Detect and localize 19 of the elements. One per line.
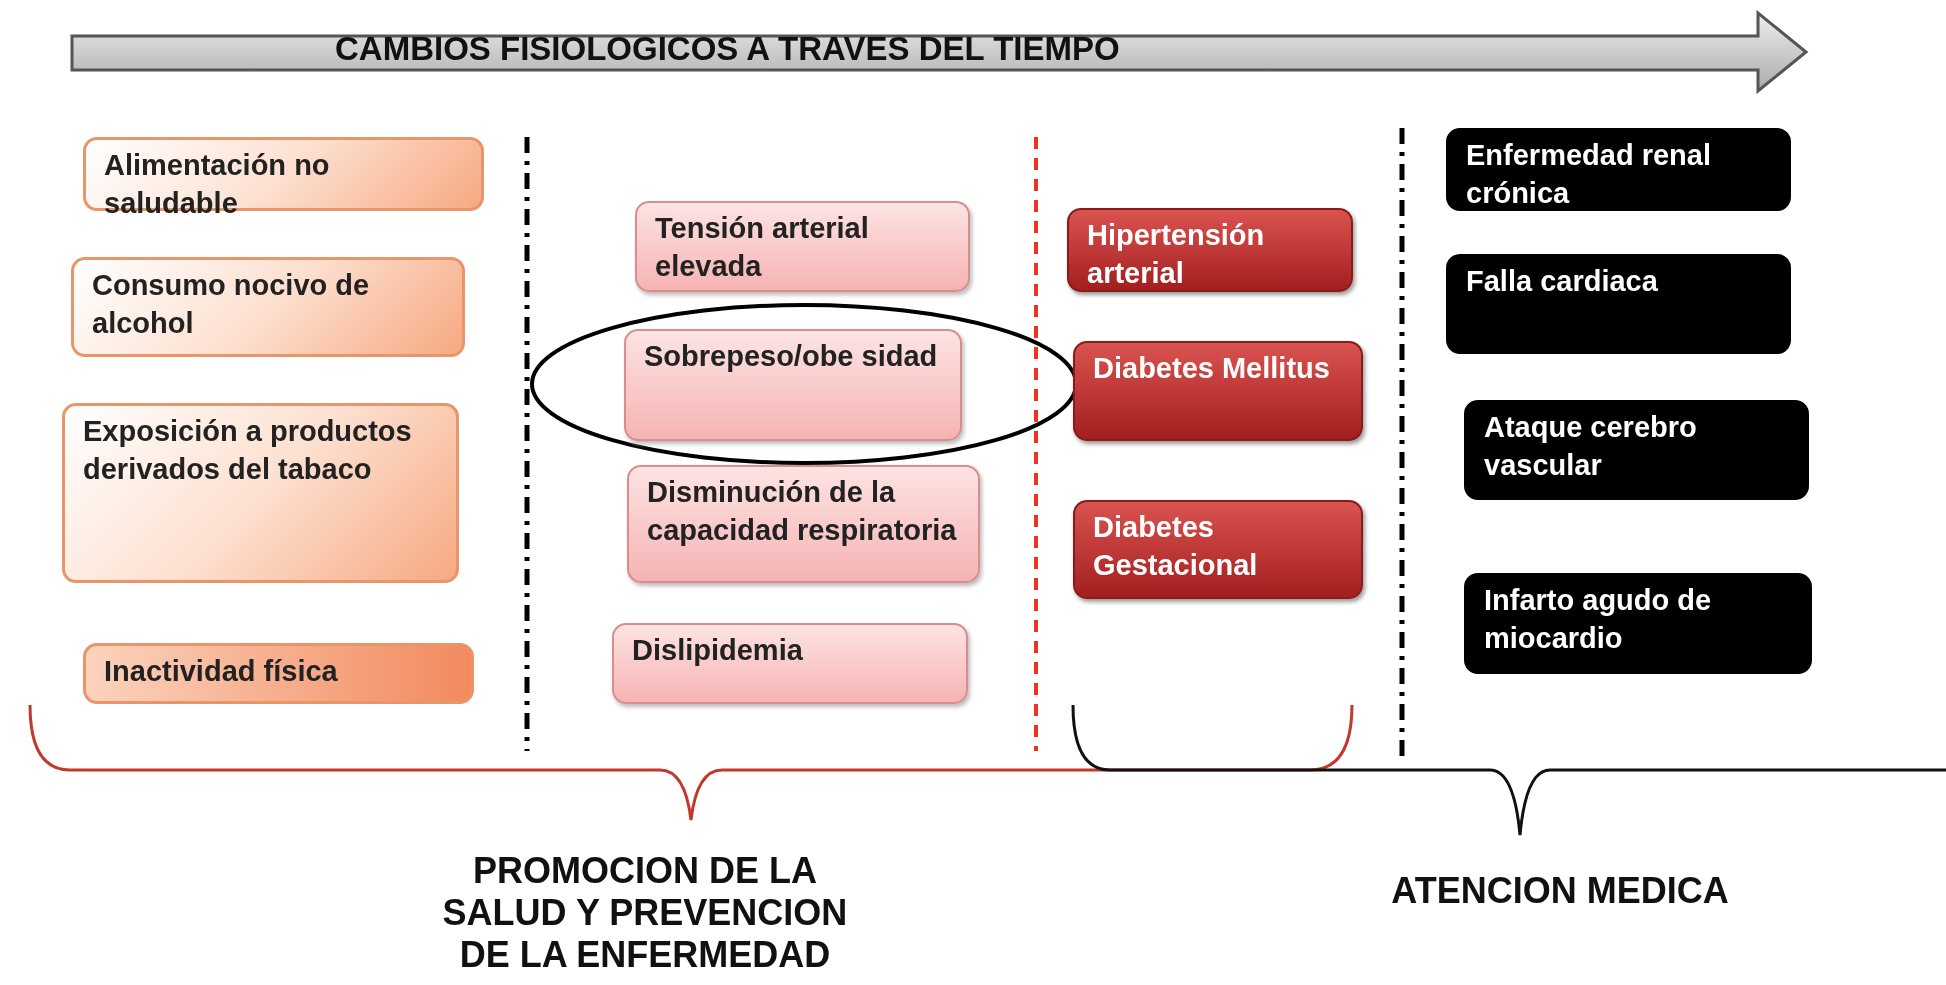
risk-factor-box: Inactividad física: [83, 643, 474, 704]
condition-box: Dislipidemia: [612, 623, 968, 704]
condition-box: Tensión arterial elevada: [635, 201, 970, 292]
complication-box: Enfermedad renal crónica: [1446, 128, 1791, 211]
complication-box: Infarto agudo de miocardio: [1464, 573, 1812, 674]
condition-box: Disminución de la capacidad respiratoria: [627, 465, 980, 583]
timeline-arrow: [70, 10, 1810, 94]
timeline-title: CAMBIOS FISIOLOGICOS A TRAVES DEL TIEMPO: [335, 30, 1120, 68]
complication-box: Ataque cerebro vascular: [1464, 400, 1809, 500]
disease-box: Diabetes Gestacional: [1073, 500, 1363, 599]
disease-box: Diabetes Mellitus: [1073, 341, 1363, 441]
section-heading: PROMOCION DE LA SALUD Y PREVENCION DE LA ENFERMEDAD: [441, 850, 849, 976]
complication-box: Falla cardiaca: [1446, 254, 1791, 354]
section-heading: ATENCION MEDICA: [1390, 870, 1730, 912]
disease-box: Hipertensión arterial: [1067, 208, 1353, 292]
condition-box: Sobrepeso/obe sidad: [624, 329, 962, 441]
risk-factor-box: Exposición a productos derivados del tabaco: [62, 403, 459, 583]
risk-factor-box: Alimentación no saludable: [83, 137, 484, 211]
risk-factor-box: Consumo nocivo de alcohol: [71, 257, 465, 357]
